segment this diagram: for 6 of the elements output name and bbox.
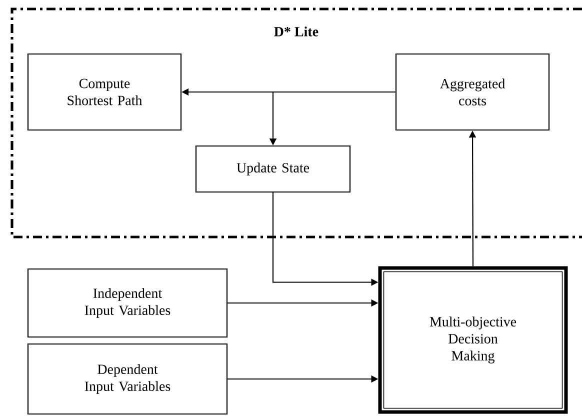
decision-box: Multi-objective Decision Making bbox=[378, 266, 568, 414]
process-box: Aggregated costs bbox=[395, 53, 550, 131]
input-box: Dependent Input Variables bbox=[27, 343, 228, 415]
process-box: Compute Shortest Path bbox=[27, 53, 182, 131]
process-box: Update State bbox=[195, 145, 351, 193]
input-box: Independent Input Variables bbox=[27, 268, 228, 338]
